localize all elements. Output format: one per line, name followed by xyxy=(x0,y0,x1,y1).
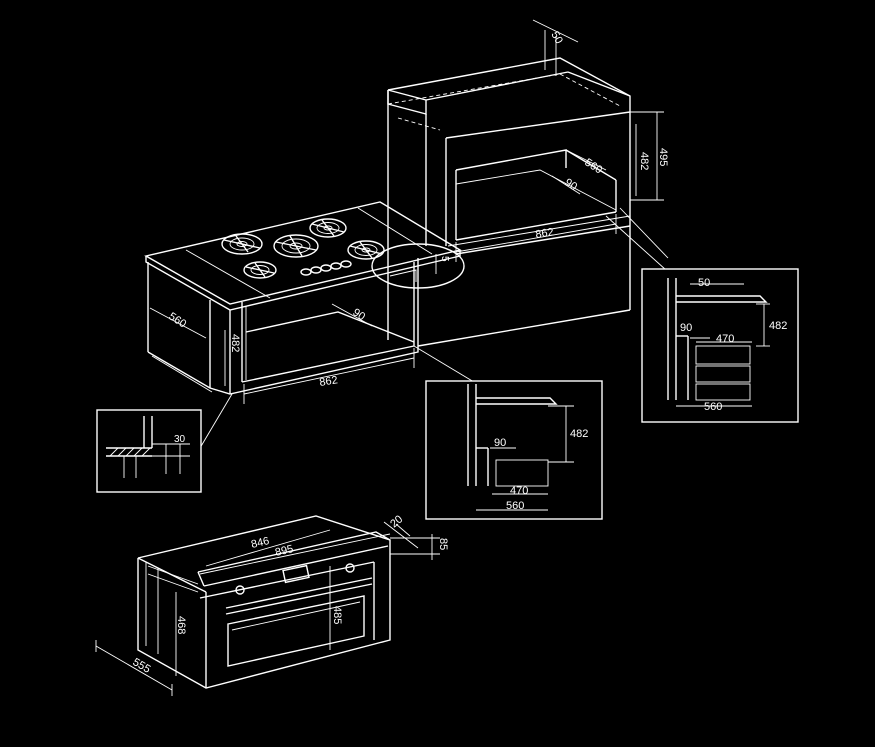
burner-5-icon xyxy=(243,261,277,279)
tall-unit xyxy=(387,57,631,347)
dim-middle-height: 482 xyxy=(570,428,588,440)
burner-4-icon xyxy=(347,240,385,260)
tall-unit-dims: 50 495 482 560 90 862 xyxy=(455,19,669,271)
dim-oven-width-outer: 895 xyxy=(274,543,295,559)
dim-top-depth: 50 xyxy=(548,30,565,47)
dim-right-shelf: 470 xyxy=(716,333,734,345)
dim-right-gap: 90 xyxy=(680,322,692,334)
dim-right-top: 50 xyxy=(698,277,710,289)
dim-tall-back-gap: 90 xyxy=(562,176,579,193)
burner-1-icon xyxy=(221,233,263,255)
dim-base-gap: 5 xyxy=(439,256,450,262)
detail-middle: 482 90 470 560 xyxy=(425,380,603,520)
burner-2-icon xyxy=(273,234,319,258)
oven xyxy=(137,515,391,689)
control-knobs xyxy=(300,260,352,276)
hob-burners xyxy=(221,218,385,279)
dim-base-height: 482 xyxy=(229,334,241,352)
dim-base-back-gap: 90 xyxy=(350,306,367,323)
dim-tall-width: 862 xyxy=(535,226,555,241)
dim-right-depth: 560 xyxy=(704,401,722,413)
detail-left: 30 xyxy=(96,409,202,493)
dim-oven-width-inner: 846 xyxy=(250,535,271,551)
dim-base-width: 862 xyxy=(319,374,339,389)
dim-oven-height-front: 485 xyxy=(331,606,343,624)
dim-oven-top-height: 85 xyxy=(437,538,449,550)
burner-3-icon xyxy=(309,218,347,238)
dim-middle-shelf: 470 xyxy=(510,485,528,497)
dim-right-height: 482 xyxy=(769,320,787,332)
dim-tall-height-inner: 482 xyxy=(638,152,650,170)
dim-oven-height-body: 468 xyxy=(175,616,187,634)
dim-left-offset: 30 xyxy=(174,434,186,445)
base-unit xyxy=(144,201,465,395)
oven-dims: 846 895 20 85 468 485 555 xyxy=(95,513,449,696)
dim-middle-gap: 90 xyxy=(494,437,506,449)
dim-oven-depth: 555 xyxy=(131,656,153,676)
detail-right: 50 482 90 470 560 xyxy=(641,268,799,423)
dim-base-depth: 560 xyxy=(166,310,188,330)
dim-middle-depth: 560 xyxy=(506,500,524,512)
dim-tall-height-outer: 495 xyxy=(657,148,669,166)
